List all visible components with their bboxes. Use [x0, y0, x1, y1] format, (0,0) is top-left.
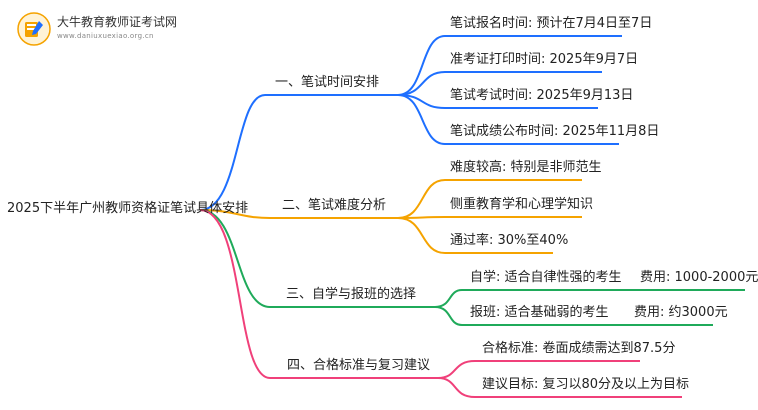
branch-4-leaf-1: 合格标准: 卷面成绩需达到87.5分 [482, 341, 676, 356]
branch-3-label: 三、自学与报班的选择 [286, 287, 417, 302]
root-to-branch-1-line [199, 94, 266, 211]
logo-title: 大牛教育教师证考试网 [57, 15, 178, 29]
root-to-branch-3-line [199, 209, 271, 308]
branch-1-leaf-4-line [397, 94, 446, 145]
branch-2-leaf-2: 侧重教育学和心理学知识 [450, 197, 594, 212]
branch-3-leaf-2-line [434, 306, 463, 326]
branch-4-label: 四、合格标准与复习建议 [287, 358, 431, 373]
branch-3-leaf-2-fee: 费用: 约3000元 [634, 305, 728, 320]
branch-1-leaf-3: 笔试考试时间: 2025年9月13日 [450, 88, 634, 103]
root-to-branch-4-line [199, 209, 271, 379]
branch-2-label: 二、笔试难度分析 [282, 198, 387, 213]
branch-2-leaf-2-line [397, 216, 446, 219]
root-topic: 2025下半年广州教师资格证笔试具体安排 [7, 201, 249, 216]
branch-3-leaf-1-line [434, 289, 463, 308]
branch-4-leaf-2-line [437, 377, 476, 398]
branch-4-leaf-1-line [437, 360, 476, 379]
logo-url: www.daniuxuexiao.org.cn [57, 32, 154, 40]
branch-1-label: 一、笔试时间安排 [275, 75, 380, 90]
branch-4-leaf-2: 建议目标: 复习以80分及以上为目标 [482, 377, 690, 392]
site-logo: 大牛教育教师证考试网 www.daniuxuexiao.org.cn [17, 12, 257, 46]
branch-3-leaf-2: 报班: 适合基础弱的考生 [470, 305, 609, 320]
branch-1-leaf-1: 笔试报名时间: 预计在7月4日至7日 [450, 16, 653, 31]
branch-1-leaf-2: 准考证打印时间: 2025年9月7日 [450, 52, 639, 67]
branch-3-leaf-1: 自学: 适合自律性强的考生 [470, 270, 622, 285]
book-pencil-icon [17, 12, 51, 46]
root-to-branch-2-line [199, 209, 271, 219]
branch-1-leaf-2-line [397, 71, 446, 96]
branch-2-leaf-3: 通过率: 30%至40% [450, 233, 569, 248]
branch-2-leaf-1-line [397, 179, 446, 219]
branch-1-leaf-4: 笔试成绩公布时间: 2025年11月8日 [450, 124, 660, 139]
branch-1-leaf-1-line [397, 35, 446, 96]
branch-2-leaf-1: 难度较高: 特别是非师范生 [450, 160, 602, 175]
branch-3-leaf-1-fee: 费用: 1000-2000元 [640, 270, 758, 285]
branch-2-leaf-3-line [397, 217, 446, 254]
